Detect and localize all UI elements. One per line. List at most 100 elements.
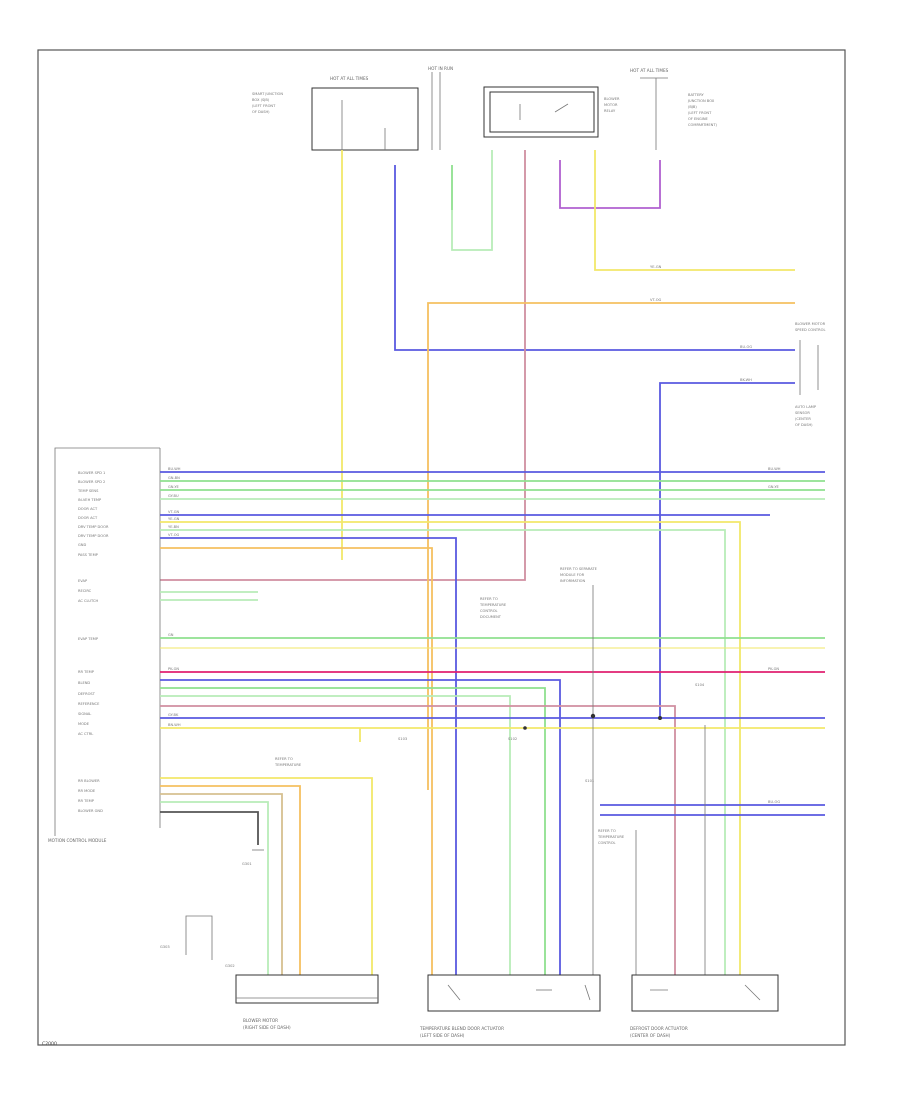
actuator-defrost: DEFROST DOOR ACTUATOR (CENTER OF DASH) bbox=[630, 974, 779, 1038]
module-pin-label: BLEND bbox=[78, 681, 90, 685]
wire-color-label: GN-YE bbox=[168, 485, 180, 489]
ambient-sensor-line-2: SENSOR bbox=[795, 411, 810, 415]
module-pin-label: TEMP SENS bbox=[77, 489, 99, 493]
splice-label: S103 bbox=[398, 737, 407, 741]
wire-blue-right-drop bbox=[659, 382, 795, 720]
ground-label: G303 bbox=[160, 945, 170, 949]
fuse-block-left: HOT AT ALL TIMES SMART JUNCTION BOX (SJB… bbox=[252, 76, 419, 151]
wire-color-label: BU-OG bbox=[740, 345, 752, 349]
wire-color-label: BU-WH bbox=[168, 467, 181, 471]
ambient-sensor-line-3: (CENTER bbox=[795, 417, 811, 421]
module-pin-label: AC CLUTCH bbox=[78, 599, 99, 603]
wire-pink-vertical bbox=[160, 150, 526, 581]
actuator-1-label-1: BLOWER MOTOR bbox=[243, 1018, 278, 1023]
module-pin-label: DOOR ACT bbox=[78, 507, 98, 511]
battery-box-line-4: (LEFT FRONT bbox=[688, 111, 712, 115]
actuator-2-label-1: TEMPERATURE BLEND DOOR ACTUATOR bbox=[419, 1026, 504, 1031]
wire-blue-vertical bbox=[394, 165, 795, 351]
module-pin-label: DOOR ACT bbox=[78, 516, 98, 520]
module-pin-label: MODE bbox=[78, 722, 90, 726]
module-pin-label: DEFROST bbox=[78, 692, 96, 696]
splice-label: S104 bbox=[695, 683, 705, 687]
wire-color-label: GN-BN bbox=[168, 476, 180, 480]
actuator-2-label-2: (LEFT SIDE OF DASH) bbox=[420, 1033, 465, 1038]
ambient-sensor-line-4: OF DASH) bbox=[795, 423, 813, 427]
module-block-label: MOTION CONTROL MODULE bbox=[48, 838, 107, 843]
relay-label-line-2: MOTOR bbox=[604, 103, 618, 107]
center-note-mid-3: CONTROL bbox=[480, 609, 498, 613]
center-note-top-1: REFER TO SEPARATE bbox=[560, 567, 598, 571]
splice-dot bbox=[590, 713, 596, 719]
diagram-frame bbox=[37, 49, 846, 1046]
actuator-1-label-2: (RIGHT SIDE OF DASH) bbox=[243, 1025, 291, 1030]
grounds: G301 G302 G303 bbox=[160, 849, 264, 968]
wire-color-label: VT-GN bbox=[168, 510, 180, 514]
center-note-mid-1: REFER TO bbox=[480, 597, 498, 601]
splice-dot bbox=[658, 716, 662, 720]
splice-dot bbox=[523, 726, 527, 730]
splices: S101 S102 S103 S104 bbox=[398, 683, 705, 783]
right-note-1: REFER TO bbox=[598, 829, 616, 833]
module-pin-label: GND bbox=[78, 543, 86, 547]
actuator-blower-motor: BLOWER MOTOR (RIGHT SIDE OF DASH) bbox=[235, 974, 379, 1030]
actuator-3-label-2: (CENTER OF DASH) bbox=[630, 1033, 671, 1038]
wire-color-label: PK-GN bbox=[168, 667, 179, 671]
relay-label-line-1: BLOWER bbox=[604, 97, 620, 101]
wire-color-label: GN-YE bbox=[768, 485, 780, 489]
wire-color-label: BK-WH bbox=[740, 378, 752, 382]
speed-control-line-1: BLOWER MOTOR bbox=[795, 322, 826, 326]
center-note-mid-4: DOCUMENT bbox=[480, 615, 502, 619]
fuse-box-left-line-2: BOX (SJB) bbox=[252, 98, 270, 102]
fuse-block-center: HOT IN RUN bbox=[428, 66, 453, 150]
wire-color-label: BU-OG bbox=[768, 800, 780, 804]
battery-box-title: HOT AT ALL TIMES bbox=[630, 68, 669, 73]
wire-color-label: PK-GN bbox=[768, 667, 779, 671]
wire-color-label: GY-BU bbox=[168, 494, 179, 498]
blower-relay-box: BLOWER MOTOR RELAY bbox=[483, 86, 620, 138]
fuse-box-left-line-3: (LEFT FRONT bbox=[252, 104, 276, 108]
module-pin-label: BLOWER SPD 1 bbox=[78, 471, 105, 475]
module-pin-label: RR MODE bbox=[78, 789, 96, 793]
wire-orange-main bbox=[427, 302, 795, 790]
wire-color-label: YE-BN bbox=[168, 525, 179, 529]
wire-color-label: VT-OG bbox=[168, 533, 180, 537]
splice-label: S101 bbox=[585, 779, 594, 783]
actuator-temp-blend: TEMPERATURE BLEND DOOR ACTUATOR (LEFT SI… bbox=[419, 974, 601, 1038]
module-pin-label: REFERENCE bbox=[78, 702, 100, 706]
ground-label: G302 bbox=[225, 964, 235, 968]
center-note-top-2: MODULE FOR bbox=[560, 573, 585, 577]
wire-color-label: GN bbox=[168, 633, 174, 637]
center-note-top-3: INFORMATION bbox=[560, 579, 586, 583]
module-pin-label: SIGNAL bbox=[78, 712, 91, 716]
speed-control-line-2: SPEED CONTROL bbox=[795, 328, 825, 332]
battery-box-line-1: BATTERY bbox=[688, 93, 705, 97]
module-pin-label: RECIRC bbox=[78, 589, 92, 593]
wire-color-label: GY-BK bbox=[168, 713, 179, 717]
ground-label: G301 bbox=[242, 862, 252, 866]
module-pin-label: RR BLOWER bbox=[78, 779, 100, 783]
fuse-block-left-title: HOT AT ALL TIMES bbox=[330, 76, 369, 81]
module-pin-label: AC CTRL bbox=[78, 732, 93, 736]
wire-yellow-right bbox=[594, 150, 795, 271]
battery-box-line-3: (BJB) bbox=[688, 105, 697, 109]
module-pin-label: IN-VEH TEMP bbox=[78, 498, 102, 502]
module-pin-label: RR TEMP bbox=[78, 670, 95, 674]
module-pin-label: DRV TEMP DOOR bbox=[78, 534, 109, 538]
right-note-2: TEMPERATURE bbox=[597, 835, 625, 839]
ambient-sensor-line-1: AUTO LAMP bbox=[795, 405, 817, 409]
left-note-2: TEMPERATURE bbox=[274, 763, 302, 767]
wire-color-label: BN-WH bbox=[168, 723, 181, 727]
relay-label-line-3: RELAY bbox=[604, 109, 616, 113]
module-pin-label: EVAP TEMP bbox=[78, 637, 99, 641]
wire-color-label: YE-GN bbox=[168, 517, 180, 521]
wire-green-relay bbox=[451, 150, 493, 251]
module-pin-label: DRV TEMP DOOR bbox=[78, 525, 109, 529]
wire-color-labels: BU-WH GN-BN GN-YE GY-BU VT-GN YE-GN YE-B… bbox=[168, 265, 781, 804]
module-pin-label: PASS TEMP bbox=[78, 553, 99, 557]
left-note-1: REFER TO bbox=[275, 757, 293, 761]
fuse-box-left-line-1: SMART JUNCTION bbox=[252, 92, 283, 96]
fuse-box-left-line-4: OF DASH) bbox=[252, 110, 270, 114]
wire-purple-loop bbox=[559, 160, 661, 209]
module-pin-label: EVAP bbox=[78, 579, 88, 583]
